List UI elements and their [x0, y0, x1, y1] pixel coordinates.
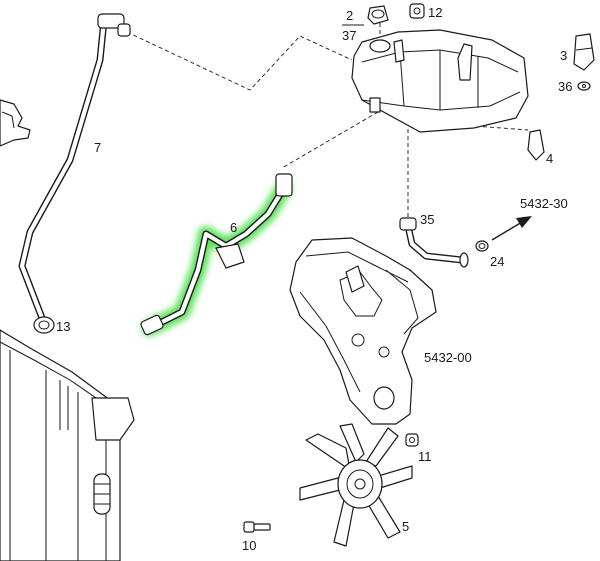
- radiator: [0, 329, 135, 561]
- label-37: 37: [342, 28, 356, 43]
- connector-part-4[interactable]: [527, 129, 545, 161]
- nut-part-11[interactable]: [405, 433, 419, 447]
- label-11: 11: [418, 449, 432, 464]
- label-2: 2: [346, 8, 353, 23]
- clip-part-24[interactable]: [475, 240, 489, 252]
- label-7: 7: [94, 140, 101, 155]
- nut-part-12[interactable]: [409, 3, 425, 19]
- label-13: 13: [56, 319, 70, 334]
- label-36: 36: [558, 79, 572, 94]
- part-labels: 2 37 12 3 36 7 4 6 35 5432-30 24 13 5432…: [56, 5, 572, 553]
- washer-part-36[interactable]: [577, 81, 591, 91]
- label-5: 5: [402, 519, 409, 534]
- housing-5432-00[interactable]: [289, 237, 437, 425]
- label-24: 24: [490, 254, 504, 269]
- label-10: 10: [242, 538, 256, 553]
- sensor-part-3[interactable]: [573, 33, 595, 71]
- label-5432-30: 5432-30: [520, 196, 568, 211]
- clamp-part-13[interactable]: [33, 316, 55, 334]
- hose-part-7[interactable]: [18, 13, 131, 322]
- label-4: 4: [546, 151, 553, 166]
- label-3: 3: [560, 48, 567, 63]
- label-12: 12: [428, 5, 442, 20]
- expansion-tank[interactable]: [351, 29, 529, 133]
- bolt-part-10[interactable]: [243, 521, 271, 533]
- cap-part-2[interactable]: [367, 5, 389, 25]
- fan-part-5[interactable]: [299, 423, 413, 547]
- label-6: 6: [230, 220, 237, 235]
- label-5432-00: 5432-00: [424, 350, 472, 365]
- hose-part-35[interactable]: [399, 217, 469, 268]
- reference-arrow: [491, 216, 532, 241]
- bracket-fragment: [0, 99, 31, 147]
- pipe-part-6[interactable]: [140, 173, 293, 336]
- label-35: 35: [420, 212, 434, 227]
